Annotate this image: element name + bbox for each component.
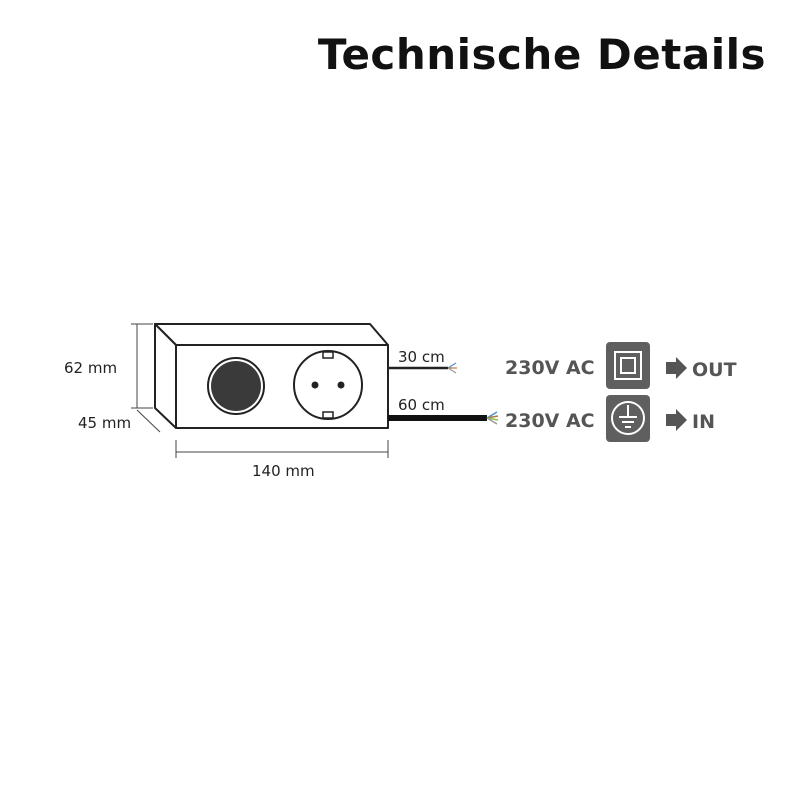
page-title: Technische Details (317, 30, 766, 79)
width-dimension-label: 140 mm (252, 462, 315, 480)
arrow-right-icon (666, 409, 687, 431)
output-cable (388, 362, 457, 374)
depth-dimension-label: 45 mm (78, 414, 131, 432)
double-insulation-icon (606, 342, 650, 389)
output-direction-label: OUT (692, 359, 737, 381)
input-voltage-label: 230V AC (505, 410, 595, 432)
height-dimension-label: 62 mm (64, 359, 117, 377)
schuko-socket (293, 350, 363, 420)
output-cable-length-label: 30 cm (398, 348, 445, 366)
earth-ground-icon (606, 395, 650, 442)
output-voltage-label: 230V AC (505, 357, 595, 379)
box-top-face (154, 323, 389, 346)
switch-knob (207, 357, 265, 415)
input-cable-length-label: 60 cm (398, 396, 445, 414)
input-cable (388, 411, 499, 425)
dimension-lines (131, 323, 389, 458)
input-direction-label: IN (692, 411, 715, 433)
arrow-right-icon (666, 357, 687, 379)
